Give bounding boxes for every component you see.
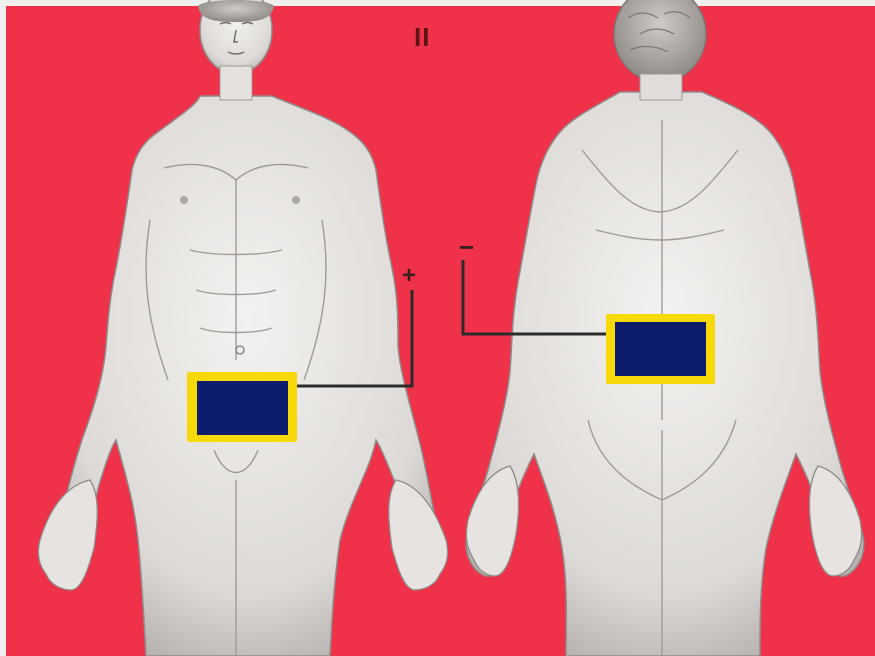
front-neck (220, 66, 252, 100)
positive-polarity-label: + (402, 262, 416, 290)
front-right-nipple (292, 196, 300, 204)
negative-polarity-label: − (459, 232, 474, 263)
back-neck (640, 74, 682, 100)
front-electrode-pad (187, 372, 297, 442)
front-left-nipple (180, 196, 188, 204)
back-electrode-pad (606, 314, 715, 384)
panel-label: II (414, 22, 430, 53)
front-hair (198, 0, 274, 22)
